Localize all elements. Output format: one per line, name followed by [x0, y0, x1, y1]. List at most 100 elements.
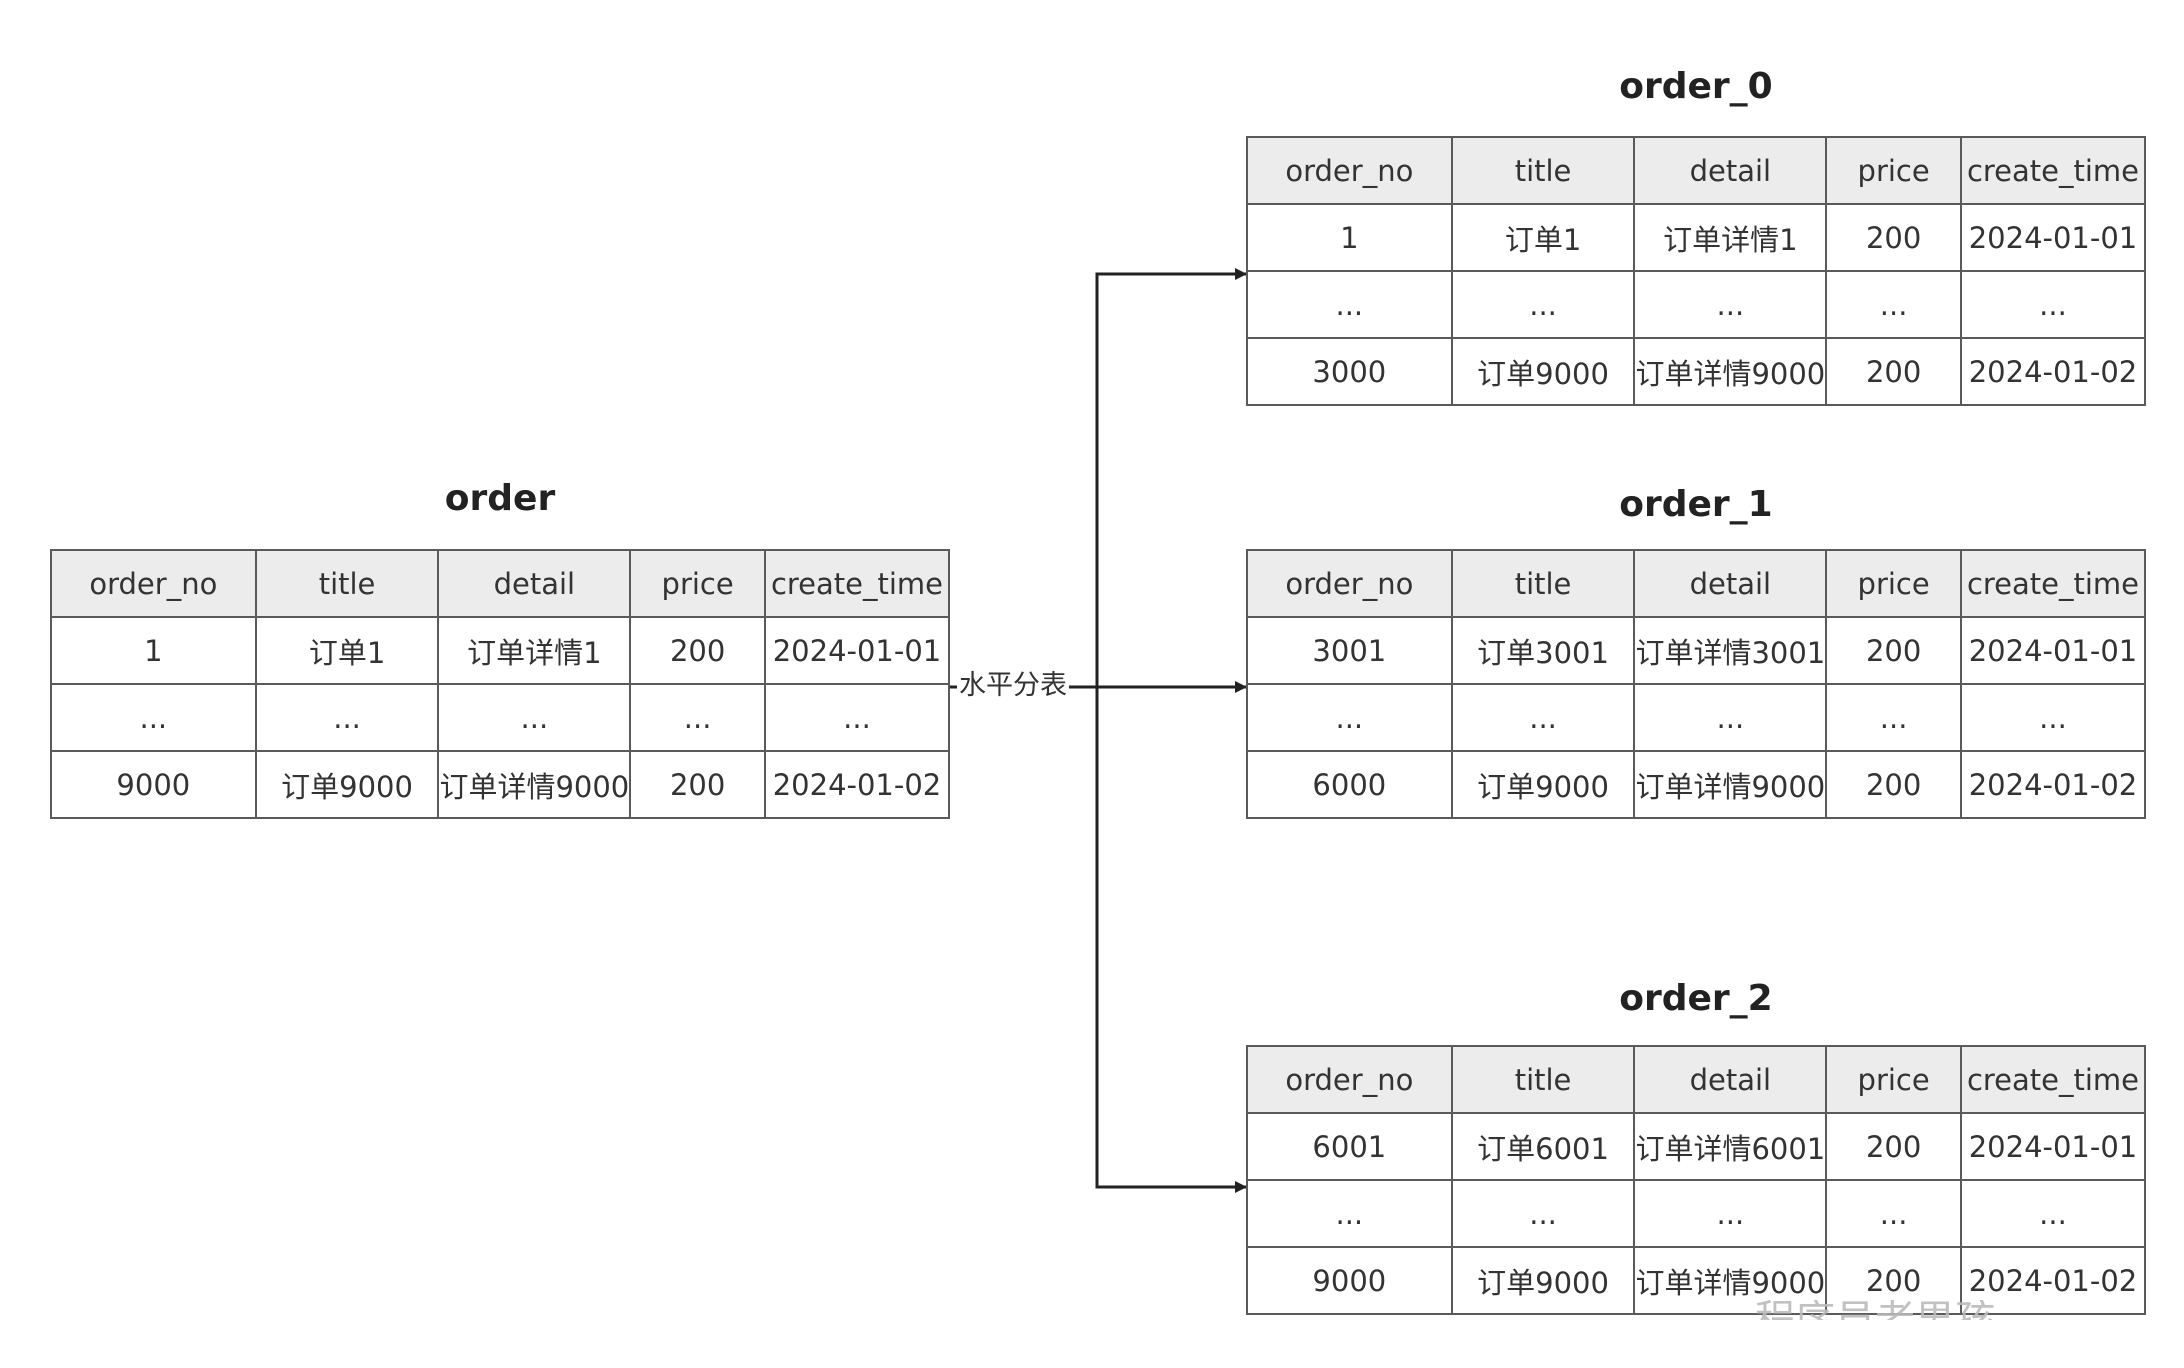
- table-cell: 200: [629, 616, 766, 685]
- table-cell: ...: [1960, 270, 2146, 339]
- table-cell: 订单详情1: [1633, 203, 1828, 272]
- table-cell: 订单9000: [254, 750, 440, 819]
- column-header-price: price: [629, 549, 766, 618]
- connector-to-order-0: [1095, 268, 1247, 687]
- table-cell: 200: [1825, 750, 1962, 819]
- table-cell: 200: [1825, 203, 1962, 272]
- table-cell: 2024-01-02: [1960, 750, 2146, 819]
- table-cell: ...: [1960, 683, 2146, 752]
- connector-to-order-2: [1095, 687, 1247, 1193]
- column-header-create-time: create_time: [764, 549, 950, 618]
- column-header-price: price: [1825, 1045, 1962, 1114]
- table-cell: ...: [1633, 1179, 1828, 1248]
- table-cell: 订单9000: [1450, 1246, 1636, 1315]
- table-cell: 6000: [1246, 750, 1453, 819]
- edge-label: 水平分表: [957, 668, 1069, 704]
- table-row: ...............: [50, 683, 950, 752]
- table-cell: 订单详情6001: [1633, 1112, 1828, 1181]
- table-cell: ...: [1633, 683, 1828, 752]
- table-cell: ...: [1960, 1179, 2146, 1248]
- table-cell: 订单详情1: [437, 616, 632, 685]
- table-cell: ...: [629, 683, 766, 752]
- table-cell: 1: [50, 616, 257, 685]
- column-header-detail: detail: [1633, 1045, 1828, 1114]
- table-cell: 2024-01-01: [1960, 616, 2146, 685]
- table-cell: ...: [1450, 1179, 1636, 1248]
- table-cell: 2024-01-02: [764, 750, 950, 819]
- table-row: ...............: [1246, 270, 2146, 339]
- column-header-price: price: [1825, 136, 1962, 205]
- column-header-title: title: [1450, 136, 1636, 205]
- table-cell: ...: [437, 683, 632, 752]
- column-header-order-no: order_no: [50, 549, 257, 618]
- table-cell: ...: [1825, 683, 1962, 752]
- watermark: 程序员老男孩: [1755, 1300, 2155, 1320]
- table-cell: 订单9000: [1450, 750, 1636, 819]
- table-cell: 订单1: [1450, 203, 1636, 272]
- column-header-create-time: create_time: [1960, 549, 2146, 618]
- table-row: ...............: [1246, 1179, 2146, 1248]
- table-cell: 订单9000: [1450, 337, 1636, 406]
- table-title: order_2: [1619, 978, 1773, 1019]
- table-cell: 200: [629, 750, 766, 819]
- table-cell: 订单详情9000: [1633, 1246, 1828, 1315]
- table-cell: ...: [764, 683, 950, 752]
- table-cell: 订单详情9000: [1633, 337, 1828, 406]
- table-cell: 200: [1825, 616, 1962, 685]
- column-header-order-no: order_no: [1246, 136, 1453, 205]
- table-cell: ...: [1246, 683, 1453, 752]
- table-cell: 订单详情3001: [1633, 616, 1828, 685]
- column-header-create-time: create_time: [1960, 1045, 2146, 1114]
- table-cell: 6001: [1246, 1112, 1453, 1181]
- table-cell: 200: [1825, 1112, 1962, 1181]
- table-cell: ...: [1246, 270, 1453, 339]
- table-cell: ...: [254, 683, 440, 752]
- table-cell: 订单1: [254, 616, 440, 685]
- table-cell: 3001: [1246, 616, 1453, 685]
- table-row: ...............: [1246, 683, 2146, 752]
- table-cell: 2024-01-01: [764, 616, 950, 685]
- table-cell: 订单详情9000: [1633, 750, 1828, 819]
- table-cell: ...: [1633, 270, 1828, 339]
- table-cell: ...: [50, 683, 257, 752]
- table-cell: ...: [1246, 1179, 1453, 1248]
- table-cell: 2024-01-02: [1960, 1246, 2146, 1315]
- column-header-title: title: [1450, 549, 1636, 618]
- table-cell: 2024-01-02: [1960, 337, 2146, 406]
- table-cell: 订单3001: [1450, 616, 1636, 685]
- table-title: order_1: [1619, 484, 1773, 525]
- table-cell: 2024-01-01: [1960, 203, 2146, 272]
- column-header-title: title: [1450, 1045, 1636, 1114]
- table-title: order: [444, 478, 556, 519]
- table-cell: ...: [1450, 270, 1636, 339]
- table-cell: 订单详情9000: [437, 750, 632, 819]
- table-cell: ...: [1825, 1179, 1962, 1248]
- column-header-detail: detail: [1633, 136, 1828, 205]
- column-header-detail: detail: [437, 549, 632, 618]
- column-header-order-no: order_no: [1246, 1045, 1453, 1114]
- column-header-detail: detail: [1633, 549, 1828, 618]
- table-cell: 订单6001: [1450, 1112, 1636, 1181]
- table-cell: ...: [1450, 683, 1636, 752]
- table-cell: ...: [1825, 270, 1962, 339]
- table-cell: 1: [1246, 203, 1453, 272]
- table-cell: 2024-01-01: [1960, 1112, 2146, 1181]
- table-cell: 3000: [1246, 337, 1453, 406]
- column-header-title: title: [254, 549, 440, 618]
